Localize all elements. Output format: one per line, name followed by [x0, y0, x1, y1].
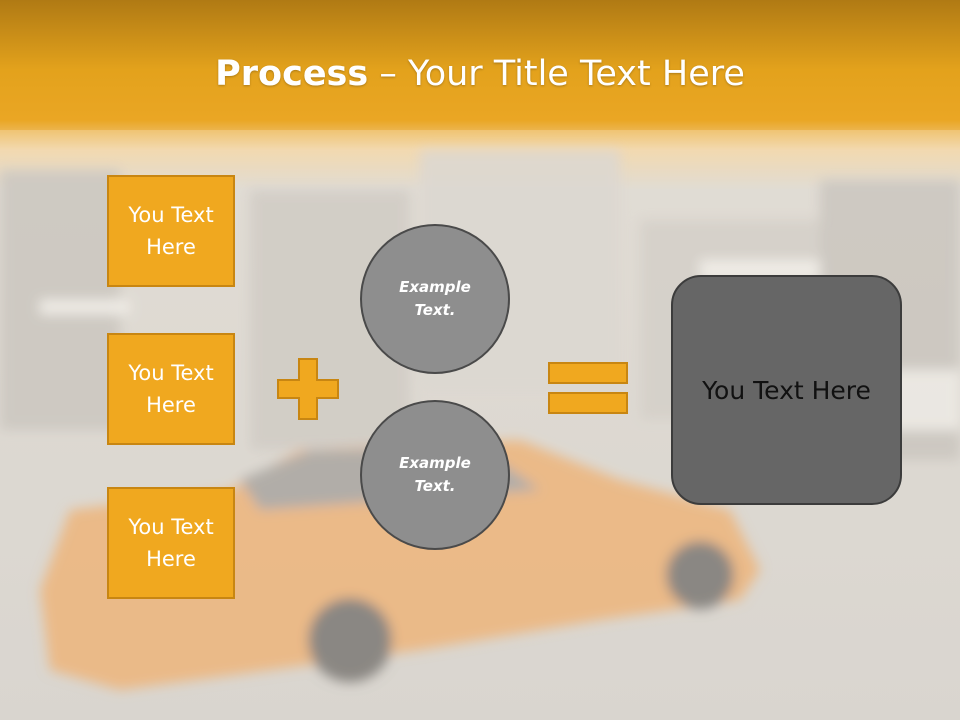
result-box: You Text Here — [671, 275, 902, 505]
title-bold: Process — [215, 54, 369, 94]
text-box-3-label: You Text Here — [128, 515, 214, 571]
result-box-label: You Text Here — [702, 375, 871, 405]
text-box-2-label: You Text Here — [128, 361, 214, 417]
text-box-3: You Text Here — [107, 487, 235, 599]
example-circle-1-label: Example Text. — [399, 278, 471, 319]
example-circle-1: Example Text. — [360, 224, 510, 374]
title-rest: Your Title Text Here — [407, 54, 745, 94]
title-dash: – — [368, 54, 408, 94]
slide-title: Process – Your Title Text Here — [0, 52, 960, 96]
plus-icon — [277, 358, 339, 420]
example-circle-2-label: Example Text. — [399, 454, 471, 495]
equals-icon — [548, 362, 628, 414]
text-box-1: You Text Here — [107, 175, 235, 287]
example-circle-2: Example Text. — [360, 400, 510, 550]
text-box-2: You Text Here — [107, 333, 235, 445]
text-box-1-label: You Text Here — [128, 203, 214, 259]
